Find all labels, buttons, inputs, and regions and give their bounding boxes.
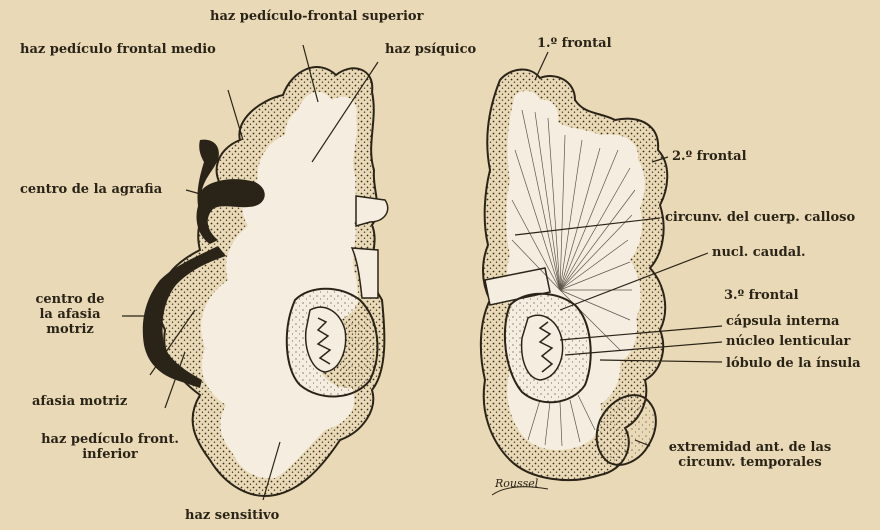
label-nucleo-lenticular: núcleo lenticular [726, 334, 850, 349]
label-extremidad-temporales-line1: extremidad ant. de las [650, 440, 850, 455]
label-circunv-cuerpo-calloso: circunv. del cuerp. calloso [665, 210, 855, 225]
label-frontal-1: 1.º frontal [537, 36, 612, 51]
label-lobulo-insula: lóbulo de la ínsula [726, 356, 861, 371]
label-extremidad-temporales-line2: circunv. temporales [650, 455, 850, 470]
label-centro-afasia-motriz: centro de la afasia motriz [20, 292, 120, 337]
label-haz-pediculo-frontal-superior: haz pedículo-frontal superior [210, 9, 423, 24]
label-frontal-2: 2.º frontal [672, 149, 747, 164]
label-afasia-motriz: afasia motriz [32, 394, 127, 409]
label-centro-afasia-line1: centro de [20, 292, 120, 307]
label-nucleo-caudal: nucl. caudal. [712, 245, 806, 260]
label-extremidad-temporales: extremidad ant. de las circunv. temporal… [650, 440, 850, 470]
label-haz-psiquico: haz psíquico [385, 42, 476, 57]
right-brain-section [481, 52, 722, 495]
label-centro-agrafia: centro de la agrafia [20, 182, 162, 197]
label-haz-pediculo-front-inferior-line1: haz pedículo front. [20, 432, 200, 447]
label-haz-pediculo-front-inferior: haz pedículo front. inferior [20, 432, 200, 462]
label-haz-pediculo-frontal-medio: haz pedículo frontal medio [20, 42, 216, 57]
label-centro-afasia-line3: motriz [20, 322, 120, 337]
label-haz-sensitivo: haz sensitivo [185, 508, 279, 523]
label-haz-pediculo-front-inferior-line2: inferior [20, 447, 200, 462]
label-centro-afasia-line2: la afasia [20, 307, 120, 322]
label-capsula-interna: cápsula interna [726, 314, 839, 329]
left-gyrus-notches [356, 196, 388, 226]
artist-signature: Roussel [495, 476, 538, 491]
left-nucleus [306, 307, 346, 372]
right-nucleus [522, 315, 563, 380]
label-frontal-3: 3.º frontal [724, 288, 799, 303]
